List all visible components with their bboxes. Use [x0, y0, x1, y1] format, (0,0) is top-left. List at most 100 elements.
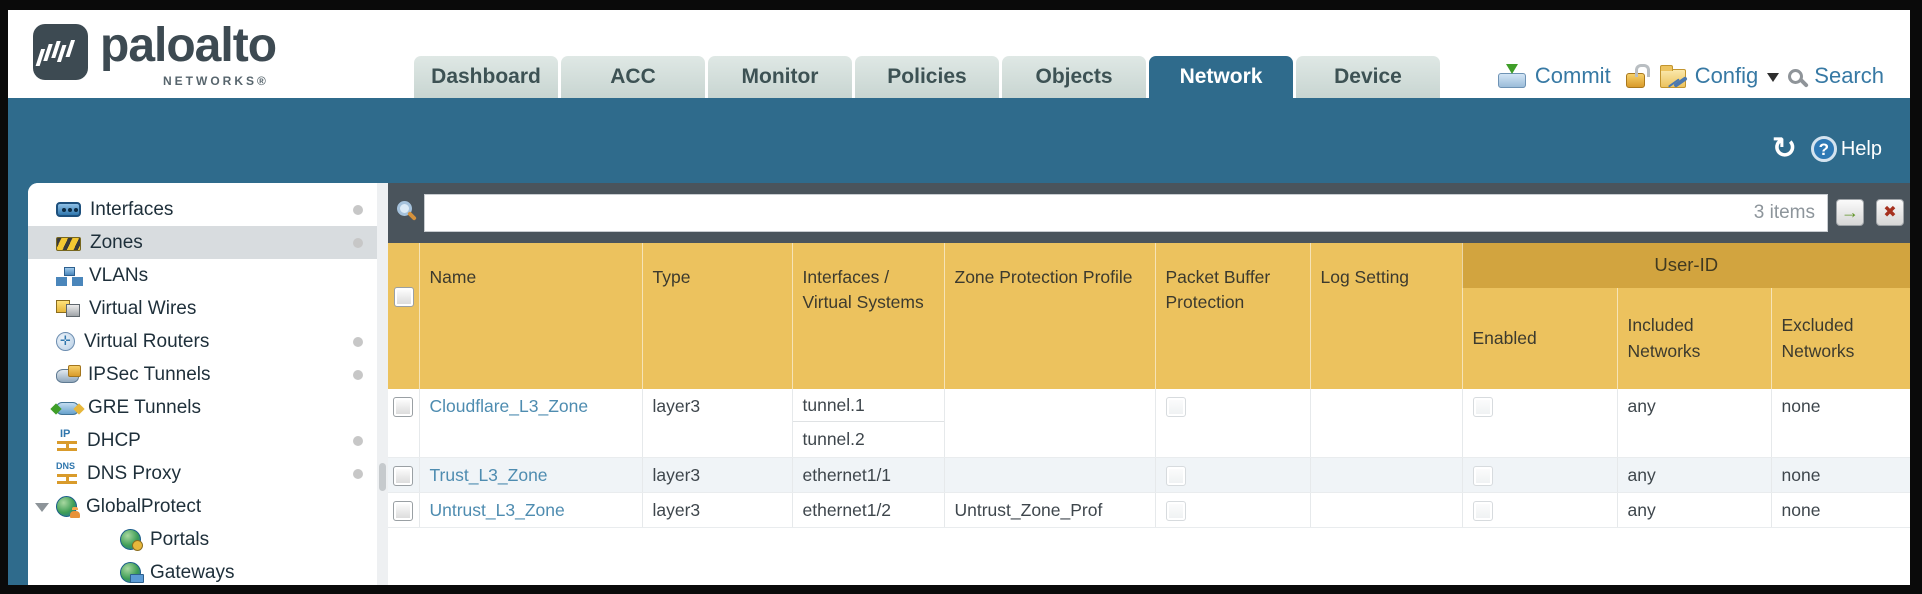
zone-name-link[interactable]: Cloudflare_L3_Zone [429, 396, 589, 416]
help-button[interactable]: ? Help [1810, 136, 1882, 162]
user-id-enabled-checkbox[interactable] [1472, 465, 1493, 486]
sidebar-item-zones[interactable]: Zones [28, 226, 377, 259]
sidebar-item-ipsec-tunnels[interactable]: IPSec Tunnels [28, 358, 377, 391]
config-folder-icon[interactable] [1659, 65, 1686, 88]
tab-objects[interactable]: Objects [1002, 56, 1146, 98]
globalprotect-icon [56, 496, 80, 518]
tab-monitor[interactable]: Monitor [708, 56, 852, 98]
clear-filter-button[interactable]: ✖ [1876, 199, 1904, 226]
zones-table: Name Type Interfaces / Virtual Systems Z… [388, 243, 1910, 528]
tab-dashboard[interactable]: Dashboard [414, 56, 558, 98]
tab-acc[interactable]: ACC [561, 56, 705, 98]
commit-icon[interactable] [1497, 64, 1526, 88]
status-dot [353, 370, 363, 380]
virtual-routers-icon [56, 332, 75, 351]
select-all-header [388, 243, 419, 389]
column-header-type[interactable]: Type [641, 243, 792, 389]
row-checkbox[interactable] [393, 465, 413, 486]
filter-input-wrap: 3 items [424, 194, 1828, 232]
row-checkbox[interactable] [393, 397, 413, 417]
packet-buffer-checkbox[interactable] [1165, 465, 1186, 486]
column-header-packet-buffer-protection[interactable]: Packet Buffer Protection [1154, 243, 1310, 389]
filter-magnifier-icon[interactable] [397, 201, 412, 216]
content-panel: Interfaces Zones VLANs Virtual Wires Vir… [28, 183, 1910, 585]
sidebar-item-label: Zones [90, 231, 143, 253]
user-id-enabled-checkbox[interactable] [1472, 500, 1493, 521]
expand-triangle-icon[interactable] [35, 503, 49, 519]
config-dropdown-caret-icon[interactable] [1767, 72, 1780, 88]
log-setting-cell [1309, 492, 1462, 528]
status-dot [353, 436, 363, 446]
dns-proxy-icon [56, 461, 78, 484]
select-all-checkbox[interactable] [394, 287, 414, 307]
sidebar-item-portals[interactable]: Portals [28, 523, 377, 556]
app-window: paloalto NETWORKS® Dashboard ACC Monitor… [8, 10, 1910, 585]
interfaces-icon [56, 202, 81, 217]
unlock-icon[interactable] [1625, 64, 1650, 88]
sidebar-scrollbar[interactable] [377, 183, 388, 585]
tab-network[interactable]: Network [1149, 56, 1293, 98]
commit-button[interactable]: Commit [1534, 63, 1611, 88]
filter-input[interactable] [425, 195, 1827, 231]
scrollbar-thumb[interactable] [379, 463, 386, 491]
included-networks-cell: any [1616, 389, 1771, 458]
excluded-networks-cell: none [1770, 389, 1910, 458]
status-dot [353, 337, 363, 347]
status-dot [353, 205, 363, 215]
zone-type-cell: layer3 [641, 457, 792, 493]
interface-entry: ethernet1/2 [802, 499, 892, 520]
vlans-icon [56, 267, 80, 284]
sidebar-item-label: GRE Tunnels [88, 396, 201, 418]
header-utilities: Commit Config Search [1497, 63, 1884, 89]
zone-name-link[interactable]: Untrust_L3_Zone [429, 499, 565, 520]
sidebar-item-label: Virtual Routers [84, 330, 210, 352]
network-sidebar: Interfaces Zones VLANs Virtual Wires Vir… [28, 183, 377, 585]
packet-buffer-checkbox[interactable] [1165, 397, 1186, 417]
refresh-icon[interactable]: ↻ [1771, 132, 1797, 165]
column-header-interfaces[interactable]: Interfaces / Virtual Systems [791, 243, 944, 389]
column-header-log-setting[interactable]: Log Setting [1309, 243, 1462, 389]
column-header-excluded-networks[interactable]: Excluded Networks [1770, 288, 1910, 389]
page-toolbar: ↻ ? Help [1772, 134, 1882, 164]
user-id-enabled-checkbox[interactable] [1472, 397, 1493, 417]
user-id-group-header: User-ID [1461, 243, 1910, 288]
tab-policies[interactable]: Policies [855, 56, 999, 98]
zone-protection-profile-cell: Untrust_Zone_Prof [943, 492, 1155, 528]
column-header-enabled[interactable]: Enabled [1461, 288, 1617, 389]
zone-protection-profile-cell [943, 389, 1155, 458]
sidebar-item-dhcp[interactable]: DHCP [28, 424, 377, 457]
sidebar-item-label: Gateways [150, 561, 235, 583]
config-menu[interactable]: Config [1694, 63, 1759, 88]
status-dot [353, 469, 363, 479]
tab-device[interactable]: Device [1296, 56, 1440, 98]
sidebar-item-dns-proxy[interactable]: DNS Proxy [28, 457, 377, 490]
packet-buffer-protection-cell [1154, 492, 1310, 528]
sidebar-item-virtual-routers[interactable]: Virtual Routers [28, 325, 377, 358]
zone-name-link[interactable]: Trust_L3_Zone [429, 464, 548, 485]
brand-networks: NETWORKS® [163, 74, 269, 88]
apply-filter-button[interactable]: → [1836, 199, 1864, 226]
zones-icon [56, 236, 81, 251]
sidebar-item-interfaces[interactable]: Interfaces [28, 193, 377, 226]
zone-interfaces-cell: tunnel.1 tunnel.2 [791, 389, 944, 458]
search-icon[interactable] [1788, 68, 1804, 84]
sidebar-item-label: DHCP [87, 429, 141, 451]
zone-name-cell: Cloudflare_L3_Zone [418, 389, 642, 458]
column-header-name[interactable]: Name [418, 243, 642, 389]
sidebar-item-vlans[interactable]: VLANs [28, 259, 377, 292]
paloalto-logo-icon [33, 24, 88, 80]
row-checkbox[interactable] [393, 500, 413, 521]
search-button[interactable]: Search [1814, 63, 1884, 88]
column-header-zone-protection-profile[interactable]: Zone Protection Profile [943, 243, 1155, 389]
zone-interfaces-cell: ethernet1/2 [791, 492, 944, 528]
packet-buffer-checkbox[interactable] [1165, 500, 1186, 521]
sidebar-item-globalprotect[interactable]: GlobalProtect [28, 490, 377, 523]
zone-type-cell: layer3 [641, 492, 792, 528]
table-row: Untrust_L3_Zone layer3 ethernet1/2 Untru… [388, 492, 1910, 528]
sidebar-item-label: Interfaces [90, 198, 174, 220]
sidebar-item-gre-tunnels[interactable]: GRE Tunnels [28, 391, 377, 424]
sidebar-item-virtual-wires[interactable]: Virtual Wires [28, 292, 377, 325]
sidebar-item-gateways[interactable]: Gateways [28, 556, 377, 585]
column-header-included-networks[interactable]: Included Networks [1616, 288, 1771, 389]
row-select-cell [388, 492, 419, 528]
